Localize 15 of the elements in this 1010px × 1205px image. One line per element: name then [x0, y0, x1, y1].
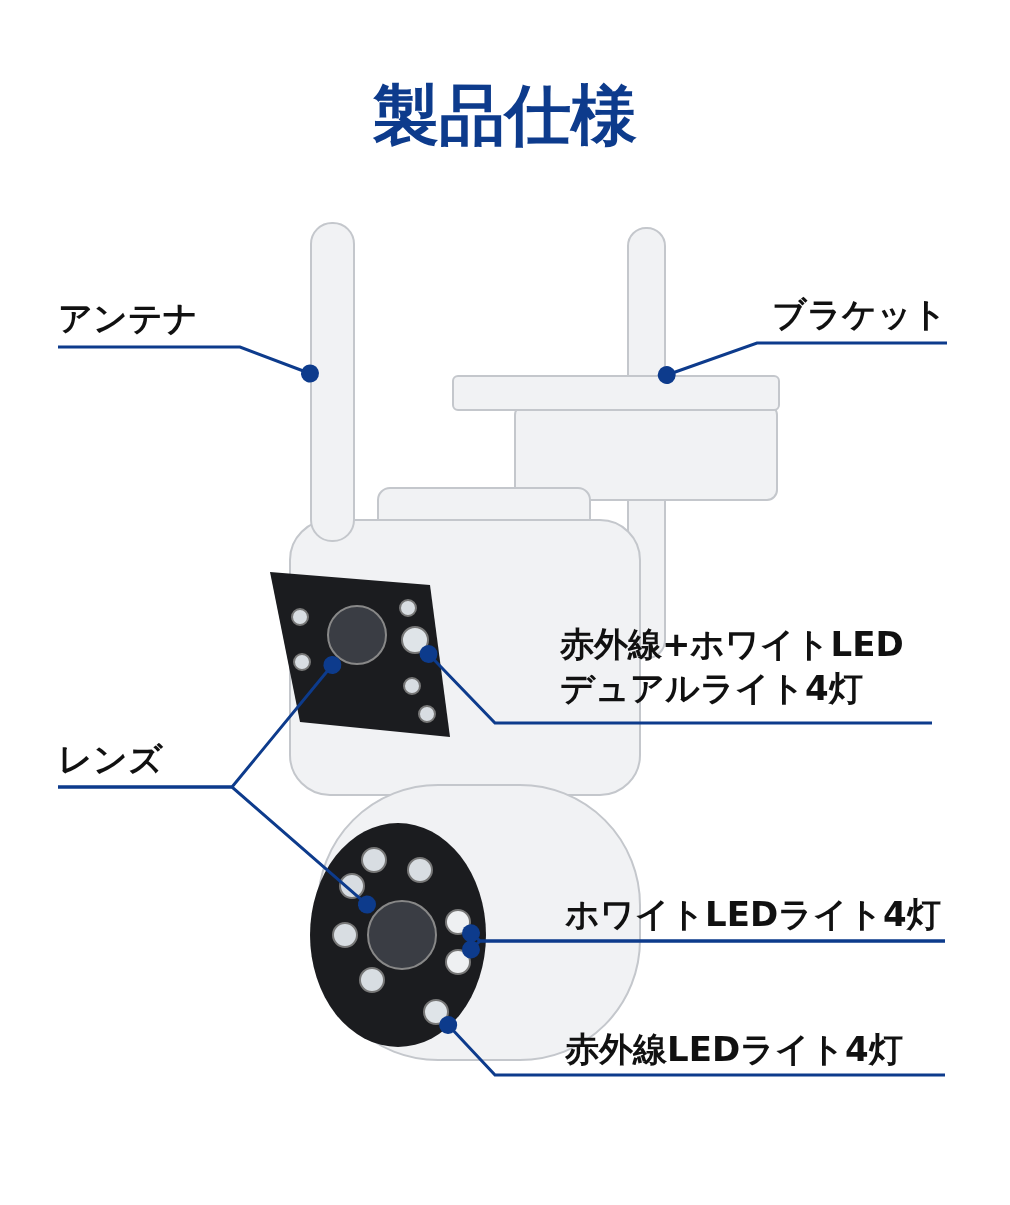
callout-label: アンテナ [58, 296, 240, 341]
leader-line [462, 939, 945, 959]
callout-label: ホワイトLEDライト4灯 [565, 892, 945, 937]
callout-label: ブラケット [757, 292, 947, 337]
callout-label: 赤外線LEDライト4灯 [565, 1027, 945, 1072]
leader-line [419, 645, 932, 725]
page-title: 製品仕様 [372, 80, 638, 153]
leader-line [657, 341, 947, 384]
leader-line [439, 1016, 945, 1077]
callout-label: 赤外線+ホワイトLEDデュアルライト4灯 [560, 622, 932, 711]
leader-line [58, 785, 376, 914]
callout-label: レンズ [58, 737, 233, 782]
leader-line [58, 345, 319, 383]
mounting-bracket [452, 375, 780, 411]
antenna [310, 222, 355, 542]
